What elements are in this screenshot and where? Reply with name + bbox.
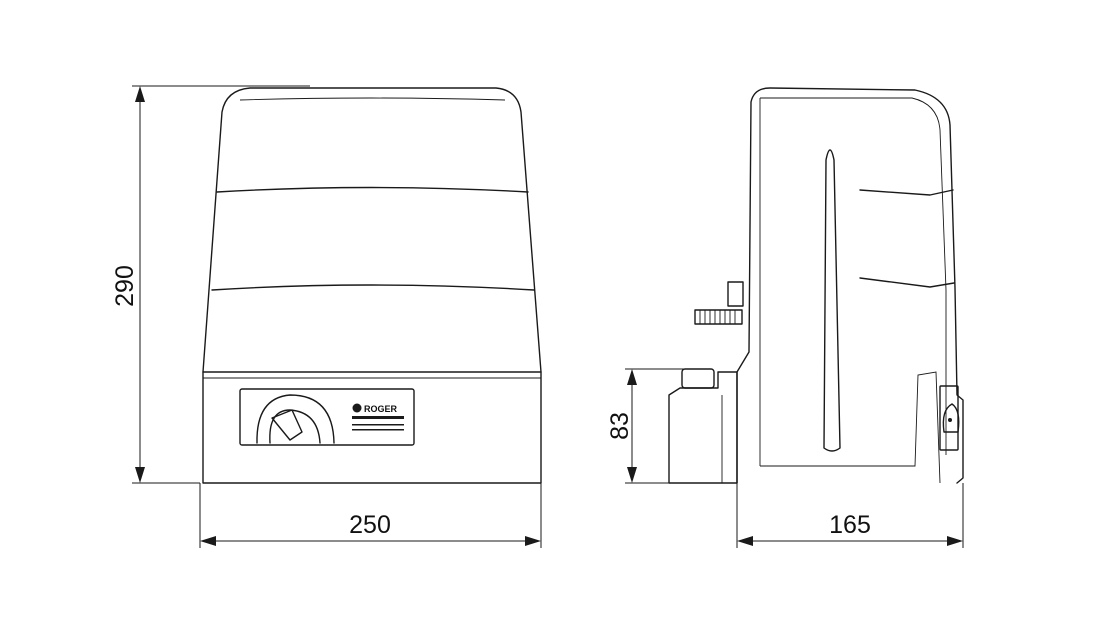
- height-dim-label: 290: [111, 265, 139, 307]
- side-seam-upper: [859, 189, 954, 196]
- arrow-icon: [135, 467, 145, 483]
- front-top-edge: [239, 97, 506, 101]
- brand-logo-text: ROGER: [364, 404, 398, 414]
- front-view: ROGER: [202, 87, 542, 484]
- side-bottom-panel: [760, 371, 941, 484]
- side-base-boss: [681, 368, 715, 389]
- base-height-dim-label: 83: [606, 412, 634, 440]
- dimension-lines: 290 250 165 83: [111, 85, 964, 548]
- side-body-outline: [736, 87, 964, 484]
- side-base-bracket: [668, 371, 738, 484]
- release-lever-icon: [256, 394, 335, 444]
- arrow-icon: [525, 536, 541, 546]
- front-seam-lower: [211, 284, 535, 291]
- depth-dim-label: 165: [829, 511, 871, 539]
- side-view: [668, 87, 964, 484]
- side-seam-lower: [859, 277, 955, 288]
- side-inner-panel: [759, 97, 947, 466]
- spring-icon: [694, 281, 744, 325]
- arrow-icon: [737, 536, 753, 546]
- arrow-icon: [947, 536, 963, 546]
- side-groove: [823, 149, 841, 452]
- arrow-icon: [627, 467, 637, 483]
- arrow-icon: [627, 369, 637, 385]
- arrow-icon: [135, 86, 145, 102]
- front-seam-upper: [216, 186, 529, 193]
- front-label-plate: [239, 388, 415, 446]
- front-housing-outline: [202, 87, 542, 373]
- arrow-icon: [200, 536, 216, 546]
- front-base: [202, 371, 542, 484]
- roger-logo-icon: ROGER: [352, 403, 404, 431]
- width-dim-label: 250: [349, 511, 391, 539]
- side-knob-icon: [939, 385, 960, 451]
